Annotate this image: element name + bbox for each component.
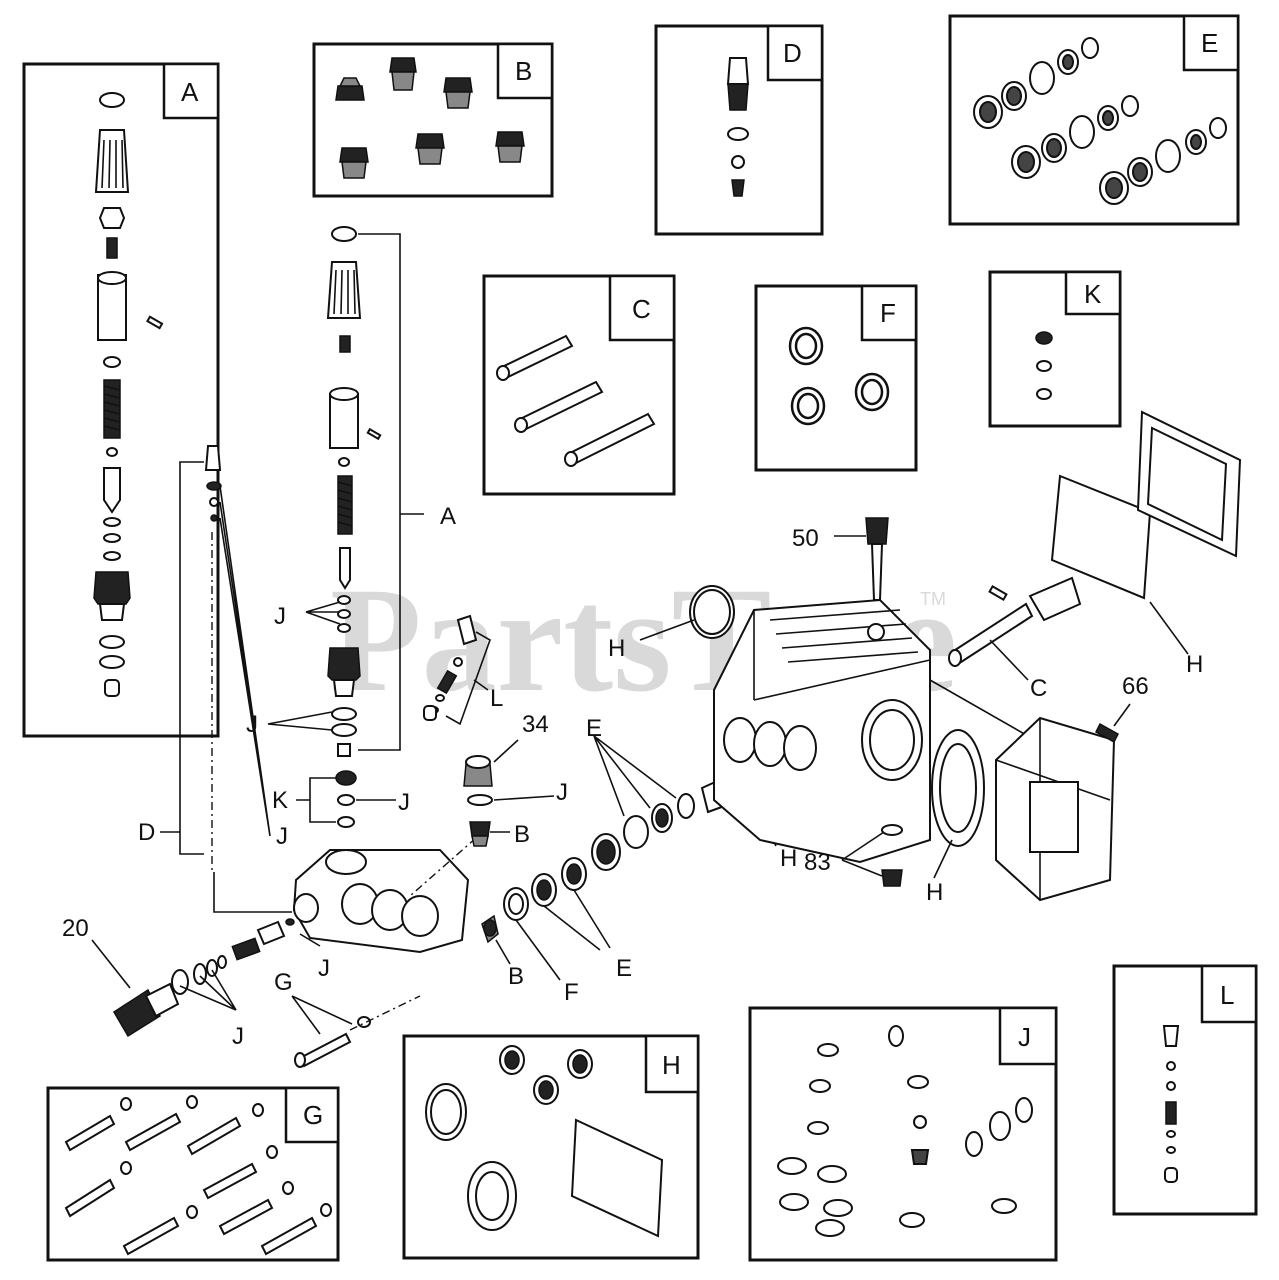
callout-e-upper: E bbox=[586, 715, 602, 742]
kit-box-b[interactable]: B bbox=[312, 42, 554, 198]
callout-j-20: J bbox=[232, 1023, 244, 1050]
callout-labels: A J J L K J D J 34 J B E H H 50 C H 66 8… bbox=[62, 503, 1203, 1050]
callout-h-seal: H bbox=[780, 845, 797, 872]
kit-box-g-label: G bbox=[303, 1100, 323, 1130]
callout-83: 83 bbox=[804, 849, 831, 876]
kit-box-j-label: J bbox=[1018, 1022, 1031, 1052]
callout-e-lower: E bbox=[616, 955, 632, 982]
kit-box-a[interactable]: A bbox=[22, 62, 220, 738]
kit-box-c-label: C bbox=[632, 294, 651, 324]
kit-box-c[interactable]: C bbox=[482, 274, 676, 496]
kit-box-k[interactable]: K bbox=[988, 270, 1122, 428]
callout-d: D bbox=[138, 819, 155, 846]
callout-h-cap: H bbox=[608, 635, 625, 662]
callout-20: 20 bbox=[62, 915, 89, 942]
kit-box-f[interactable]: F bbox=[754, 284, 918, 472]
callout-j-upper: J bbox=[274, 603, 286, 630]
callout-f: F bbox=[564, 979, 579, 1006]
callout-b-upper: B bbox=[514, 821, 530, 848]
main-assembly bbox=[91, 226, 1242, 1068]
callout-l: L bbox=[490, 685, 503, 712]
callout-34: 34 bbox=[522, 711, 549, 738]
callout-j-mid: J bbox=[246, 711, 258, 738]
kit-box-e[interactable]: E bbox=[948, 14, 1240, 226]
callout-c: C bbox=[1030, 675, 1047, 702]
callout-66: 66 bbox=[1122, 673, 1149, 700]
kit-box-a-label: A bbox=[181, 77, 199, 107]
kit-box-l-label: L bbox=[1220, 980, 1234, 1010]
kit-box-g[interactable]: G bbox=[46, 1086, 340, 1262]
kit-box-j[interactable]: J bbox=[748, 1006, 1058, 1262]
callout-h-gasket: H bbox=[1186, 651, 1203, 678]
callout-j-plug: J bbox=[318, 955, 330, 982]
kit-box-b-label: B bbox=[515, 56, 532, 86]
watermark-trademark: TM bbox=[920, 589, 946, 609]
callout-b-lower: B bbox=[508, 963, 524, 990]
callout-h-lower: H bbox=[926, 879, 943, 906]
kit-box-k-label: K bbox=[1084, 279, 1102, 309]
kit-box-h-label: H bbox=[662, 1050, 681, 1080]
kit-box-d[interactable]: D bbox=[654, 24, 824, 236]
kit-box-l[interactable]: L bbox=[1112, 964, 1258, 1216]
callout-j-34: J bbox=[556, 779, 568, 806]
callout-g: G bbox=[274, 969, 293, 996]
kit-box-d-label: D bbox=[783, 38, 802, 68]
kit-box-e-label: E bbox=[1201, 28, 1218, 58]
kit-box-h[interactable]: H bbox=[402, 1034, 700, 1260]
callout-j-d: J bbox=[276, 823, 288, 850]
callout-a: A bbox=[440, 503, 456, 530]
callout-50: 50 bbox=[792, 525, 819, 552]
callout-k: K bbox=[272, 787, 288, 814]
kit-box-f-label: F bbox=[880, 298, 896, 328]
callout-j-k: J bbox=[398, 789, 410, 816]
